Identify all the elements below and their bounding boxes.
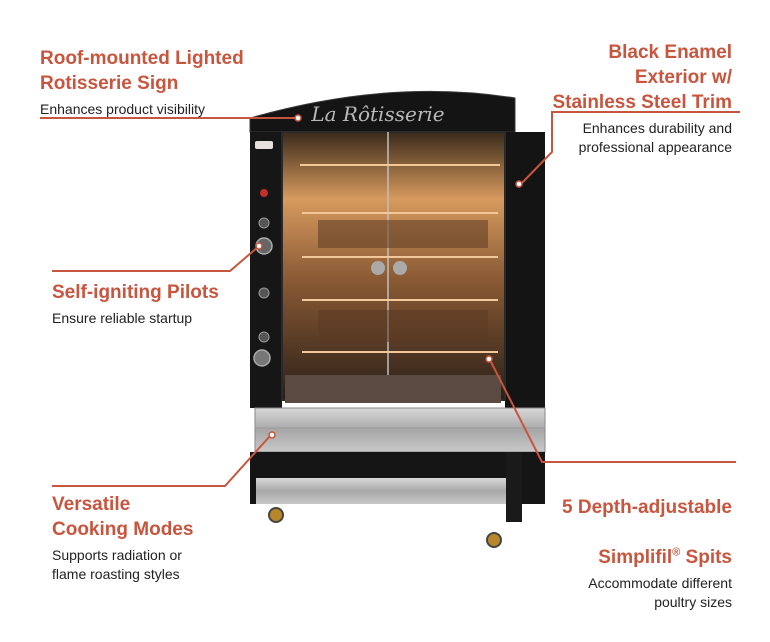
red-indicator	[260, 189, 268, 197]
caster-wheel	[268, 507, 284, 523]
callout-pilots: Self-igniting Pilots Ensure reliable sta…	[52, 280, 219, 328]
caster-wheel	[486, 532, 502, 548]
callout-pilots-desc: Ensure reliable startup	[52, 310, 193, 326]
callout-exterior-desc: Enhances durability and professional app…	[578, 120, 732, 155]
spits	[300, 164, 500, 353]
callout-exterior: Black Enamel Exterior w/ Stainless Steel…	[552, 40, 732, 157]
callout-sign-desc: Enhances product visibility	[40, 101, 205, 117]
callout-spits: 5 Depth-adjustable Simplifil® Spits Acco…	[562, 470, 732, 612]
roof-sign	[249, 90, 516, 133]
callout-exterior-title: Black Enamel Exterior w/ Stainless Steel…	[552, 42, 732, 113]
callout-sign: Roof-mounted Lighted Rotisserie Sign Enh…	[40, 46, 244, 119]
control-panel	[250, 132, 282, 408]
sign-text: La Rôtisserie	[310, 102, 444, 126]
callout-pilots-title: Self-igniting Pilots	[52, 282, 219, 303]
simplifil-badge	[255, 141, 273, 149]
drip-tray	[254, 407, 546, 453]
side-panel	[505, 132, 545, 408]
callout-sign-title: Roof-mounted Lighted Rotisserie Sign	[40, 48, 244, 94]
callout-spits-title-line1: 5 Depth-adjustable	[562, 497, 732, 518]
callout-spits-desc: Accommodate different poultry sizes	[588, 575, 732, 610]
callout-modes-desc: Supports radiation or flame roasting sty…	[52, 547, 182, 582]
base-trim	[256, 478, 506, 504]
registered-mark: ®	[672, 546, 681, 559]
callout-spits-title-line2: Simplifil	[598, 547, 673, 568]
callout-spits-title-line2b: Spits	[680, 547, 732, 568]
callout-modes: Versatile Cooking Modes Supports radiati…	[52, 492, 193, 584]
callout-spits-title: 5 Depth-adjustable Simplifil® Spits	[562, 470, 732, 570]
leader-lines	[40, 111, 740, 487]
callout-modes-title: Versatile Cooking Modes	[52, 494, 194, 540]
